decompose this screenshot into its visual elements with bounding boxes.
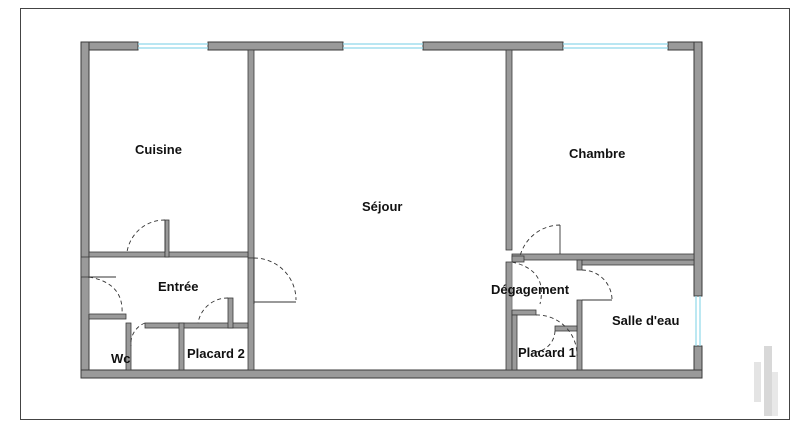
wall-salle-top bbox=[581, 259, 695, 266]
door-swing bbox=[519, 224, 561, 257]
wall-sejour-chambre bbox=[505, 49, 513, 251]
wall-wc-top bbox=[88, 313, 127, 320]
door-swing bbox=[535, 314, 578, 357]
wall-wc-top-b bbox=[144, 322, 249, 329]
door-swing bbox=[130, 322, 146, 347]
room-label-sejour: Séjour bbox=[362, 199, 403, 214]
room-label-placard1: Placard 1 bbox=[518, 345, 576, 360]
door-swing bbox=[88, 276, 123, 315]
doors bbox=[88, 219, 613, 357]
thresholds bbox=[88, 262, 513, 314]
wall-cuisine-sejour bbox=[247, 49, 255, 259]
wall-salle-left bbox=[576, 299, 583, 371]
room-label-wc: Wc bbox=[111, 351, 131, 366]
wall-cuisine-bottom-right bbox=[164, 251, 249, 258]
door-swing bbox=[581, 269, 613, 301]
wall-placard1-jamb bbox=[511, 314, 518, 371]
wall-wc-right bbox=[178, 322, 185, 371]
wall-cuisine-bottom bbox=[88, 251, 166, 258]
door-swing bbox=[197, 297, 229, 324]
left-wall bbox=[80, 41, 90, 379]
door-swing bbox=[535, 330, 556, 353]
room-label-entree: Entrée bbox=[158, 279, 199, 294]
door-swing bbox=[253, 257, 297, 301]
top-wall-segment bbox=[80, 41, 139, 51]
right-wall bbox=[693, 41, 703, 297]
wall-placard1-top-b bbox=[554, 325, 578, 332]
door-swing bbox=[126, 219, 166, 253]
room-label-cuisine: Cuisine bbox=[135, 142, 182, 157]
room-label-placard2: Placard 2 bbox=[187, 346, 245, 361]
wall-degagement-right bbox=[576, 259, 583, 271]
interior-walls bbox=[80, 49, 695, 371]
wall-placard1-top bbox=[511, 309, 537, 316]
top-wall-segment bbox=[422, 41, 564, 51]
room-label-salle-deau: Salle d'eau bbox=[612, 313, 680, 328]
wall-entree-left-upper bbox=[80, 256, 90, 278]
wall-placard2-jamb bbox=[227, 297, 234, 329]
wall-degagement-jamb bbox=[511, 255, 525, 263]
room-label-degagement: Dégagement bbox=[491, 282, 570, 297]
wall-wc-door-jamb bbox=[125, 322, 132, 371]
bottom-wall bbox=[80, 369, 703, 379]
wall-sejour-entree bbox=[247, 257, 255, 371]
brand-logo-watermark-icon bbox=[744, 342, 780, 420]
windows bbox=[138, 43, 701, 346]
exterior-walls bbox=[80, 41, 703, 379]
top-wall-segment bbox=[207, 41, 344, 51]
plan-frame bbox=[20, 8, 790, 420]
wall-chambre-bottom bbox=[511, 253, 695, 261]
room-label-chambre: Chambre bbox=[569, 146, 626, 161]
wall-cuisine-door-jamb bbox=[164, 219, 170, 258]
door-swing bbox=[511, 261, 542, 305]
wall-sejour-degagement bbox=[505, 261, 513, 371]
